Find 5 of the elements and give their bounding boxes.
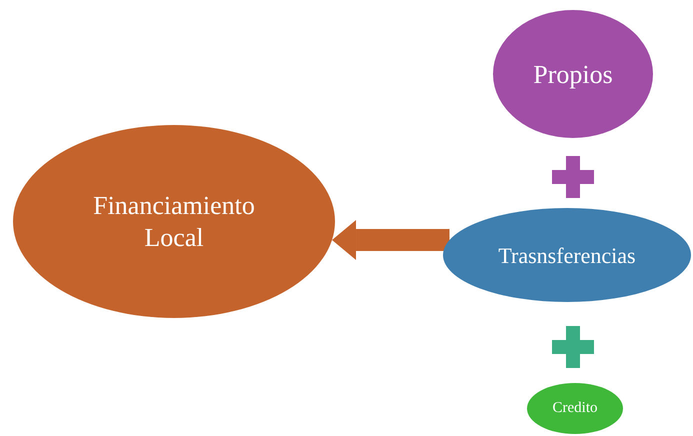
block-arrow <box>332 220 450 260</box>
node-label: Financiamiento Local <box>92 190 256 254</box>
node-label: Credito <box>552 399 598 418</box>
node-label: Trasnsferencias <box>497 242 637 270</box>
node-label: Propios <box>532 58 614 90</box>
